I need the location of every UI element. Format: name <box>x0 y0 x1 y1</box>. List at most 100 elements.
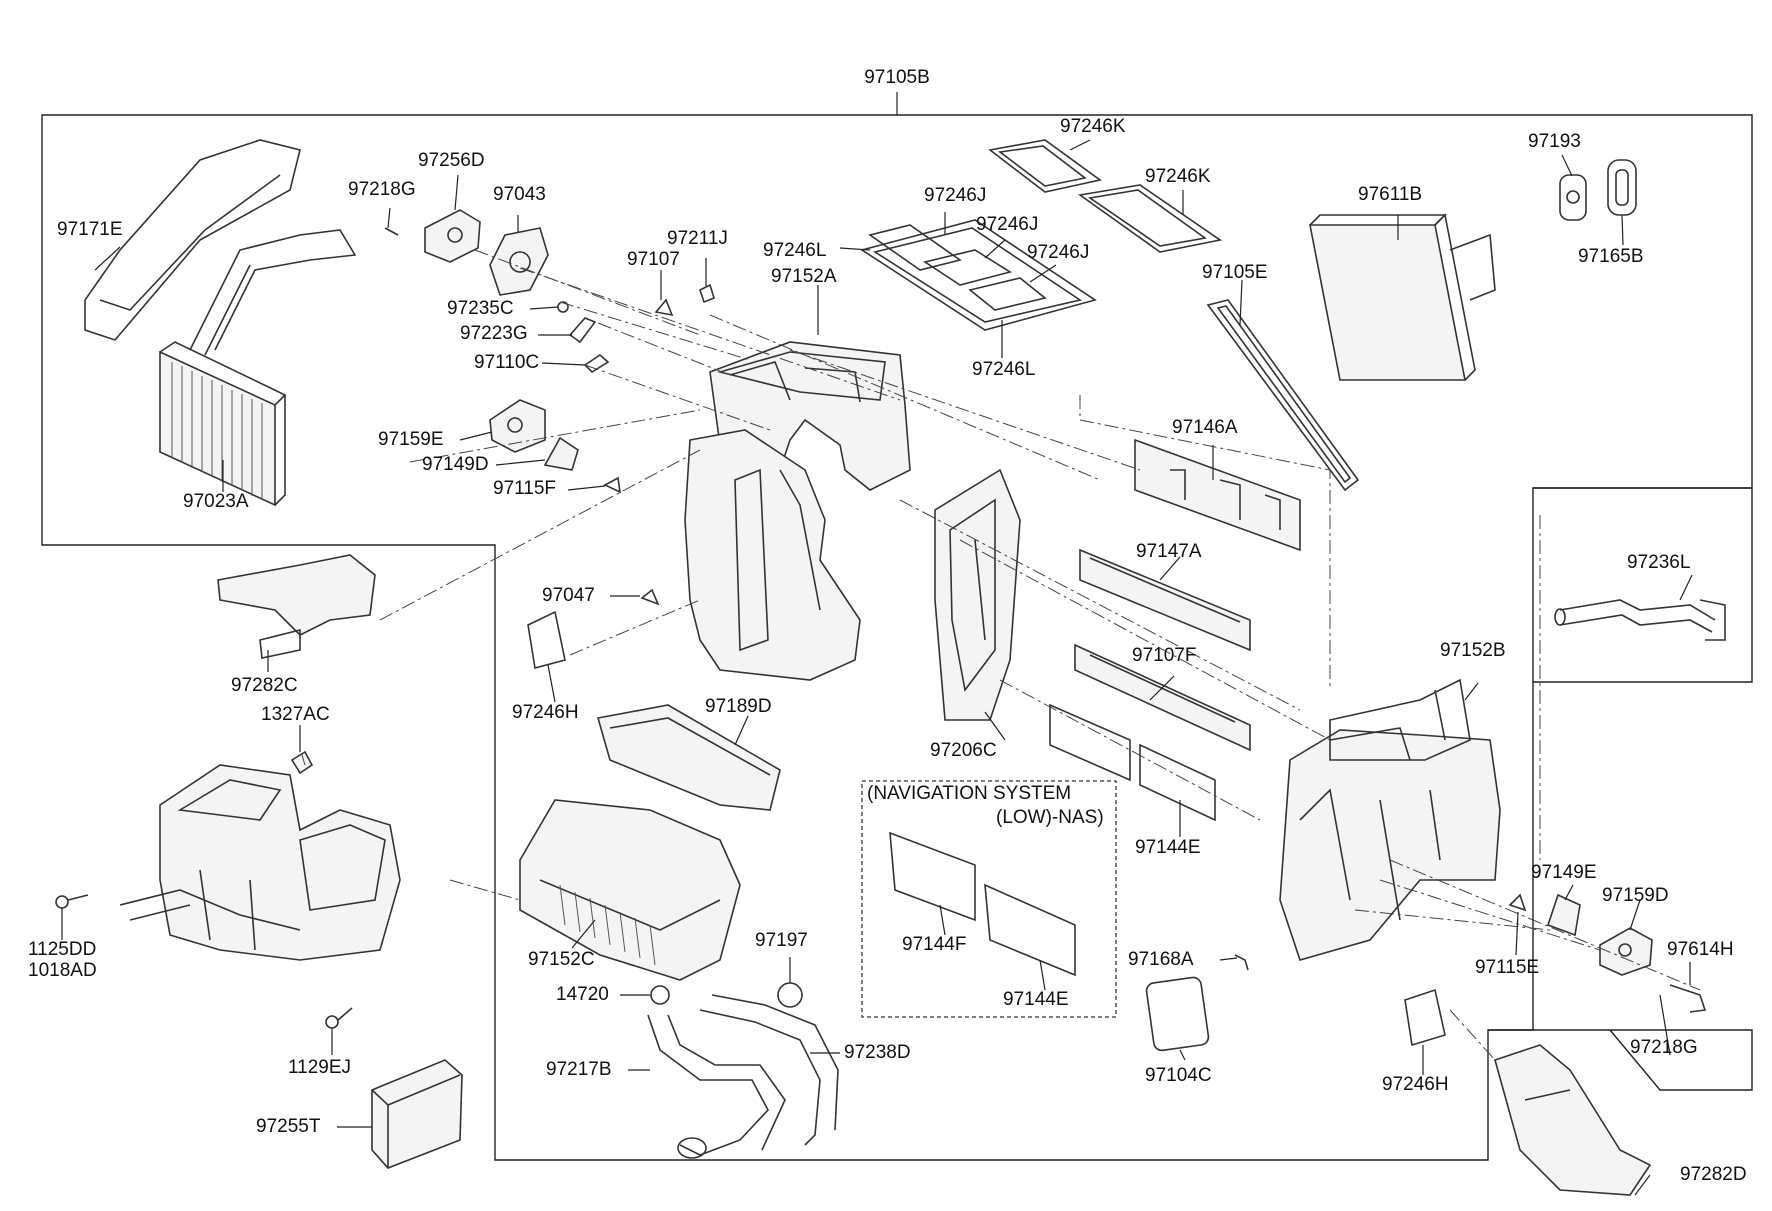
grommet-97197 <box>777 982 803 1008</box>
label-97282C: 97282C <box>231 675 298 696</box>
label-97107F: 97107F <box>1132 645 1197 666</box>
door-97147A <box>1079 548 1251 652</box>
seal-97246H-right <box>1404 988 1446 1047</box>
label-97152B: 97152B <box>1440 640 1506 661</box>
case-half-97206C <box>934 468 1021 721</box>
link-97043 <box>489 227 549 296</box>
label-97246H-left: 97246H <box>512 702 579 723</box>
label-97105B: 97105B <box>864 67 930 88</box>
label-97159D: 97159D <box>1602 885 1669 906</box>
label-97152C: 97152C <box>528 949 595 970</box>
label-97144E-nav: 97144E <box>1003 989 1069 1010</box>
label-97115E: 97115E <box>1475 957 1540 978</box>
label-97110C: 97110C <box>474 352 540 373</box>
label-97246L-left: 97246L <box>763 240 827 261</box>
label-97217B: 97217B <box>546 1059 612 1080</box>
actuator-97256D <box>424 209 481 263</box>
label-97611B: 97611B <box>1358 184 1423 205</box>
filter-97246L-set <box>860 219 1097 331</box>
label-97206C: 97206C <box>930 740 997 761</box>
label-1327AC: 1327AC <box>261 704 330 725</box>
explode-lines <box>301 249 1701 1061</box>
label-97104C: 97104C <box>1145 1065 1212 1086</box>
label-97246J-c: 97246J <box>1027 242 1090 263</box>
bolts-1125DD <box>55 894 89 909</box>
nav-note-line1: (NAVIGATION SYSTEM <box>867 783 1072 804</box>
label-97614H: 97614H <box>1667 939 1734 960</box>
duct-97282C <box>217 554 376 659</box>
drain-hose-97238D <box>699 994 839 1146</box>
hose-subassembly-box <box>1533 487 1753 683</box>
filter-97246J-set <box>868 224 1047 311</box>
nav-note-line2: (LOW)-NAS) <box>996 807 1104 828</box>
label-97238D: 97238D <box>844 1042 911 1063</box>
plug-14720 <box>650 985 670 1005</box>
actuator-97159E <box>489 399 546 453</box>
label-97115F: 97115F <box>493 478 557 499</box>
label-1129EJ: 1129EJ <box>288 1057 352 1078</box>
label-97197: 97197 <box>755 930 808 951</box>
label-97147A: 97147A <box>1136 541 1202 562</box>
label-97107: 97107 <box>627 249 680 270</box>
case-97152A <box>684 341 911 681</box>
label-97159E: 97159E <box>378 429 444 450</box>
label-97246K-b: 97246K <box>1145 166 1211 187</box>
duct-97282D <box>1494 1044 1652 1196</box>
leader-lines <box>61 139 1693 1196</box>
label-97023A: 97023A <box>183 491 249 512</box>
lever-97149E <box>1546 893 1581 937</box>
label-97171E: 97171E <box>57 219 123 240</box>
module-97255T <box>371 1059 463 1169</box>
door-97146A <box>1134 438 1301 552</box>
heater-unit-assembly <box>119 764 401 961</box>
filter-97246K-a <box>988 139 1102 193</box>
small-parts-upper <box>557 283 715 374</box>
label-97255T: 97255T <box>256 1116 321 1137</box>
label-97043: 97043 <box>493 184 546 205</box>
heater-pipe-97171E <box>84 139 357 356</box>
seal-97104C <box>1145 976 1210 1052</box>
label-1125DD: 1125DD <box>28 939 97 960</box>
nav-door-97144E <box>984 883 1076 977</box>
lower-case-97152C <box>519 799 741 981</box>
label-97218G-right: 97218G <box>1630 1037 1698 1058</box>
label-1018AD: 1018AD <box>28 960 97 981</box>
label-97168A: 97168A <box>1128 949 1194 970</box>
label-97105E: 97105E <box>1202 262 1268 283</box>
label-97246J-b: 97246J <box>976 214 1039 235</box>
label-97218G: 97218G <box>348 179 416 200</box>
label-97189D: 97189D <box>705 696 772 717</box>
label-97152A: 97152A <box>771 266 837 287</box>
filter-97246K-b <box>1077 184 1223 253</box>
label-97236L: 97236L <box>1627 552 1691 573</box>
label-97149D: 97149D <box>422 454 489 475</box>
clip-97047 <box>640 588 660 606</box>
label-97047: 97047 <box>542 585 595 606</box>
label-97246L-bottom: 97246L <box>972 359 1036 380</box>
label-97144F: 97144F <box>902 934 967 955</box>
label-97246J-a: 97246J <box>924 185 987 206</box>
gasket-97105E <box>1206 299 1360 492</box>
assembly-outline <box>41 114 1753 1161</box>
label-97149E: 97149E <box>1531 862 1597 883</box>
screw-97218G <box>384 227 399 236</box>
label-97246H-right: 97246H <box>1382 1074 1449 1095</box>
nav-door-97144F <box>889 831 976 922</box>
label-97144E-upper: 97144E <box>1135 837 1201 858</box>
evaporator-97611B <box>1309 213 1496 381</box>
seal-97193 <box>1559 174 1587 221</box>
case-97152B <box>1279 678 1501 961</box>
heater-core-97023A <box>159 341 287 507</box>
seal-97165B <box>1607 159 1637 216</box>
label-97146A: 97146A <box>1172 417 1238 438</box>
actuator-97159D <box>1599 927 1653 976</box>
label-97256D: 97256D <box>418 150 485 171</box>
hose-97236L <box>1554 599 1726 641</box>
navigation-system-box <box>861 780 1117 1018</box>
label-97282D: 97282D <box>1680 1164 1747 1185</box>
sensor-97614H <box>1669 984 1707 1013</box>
label-14720: 14720 <box>556 984 609 1005</box>
clip-97168A <box>1234 954 1249 971</box>
label-97246K-a: 97246K <box>1060 116 1126 137</box>
